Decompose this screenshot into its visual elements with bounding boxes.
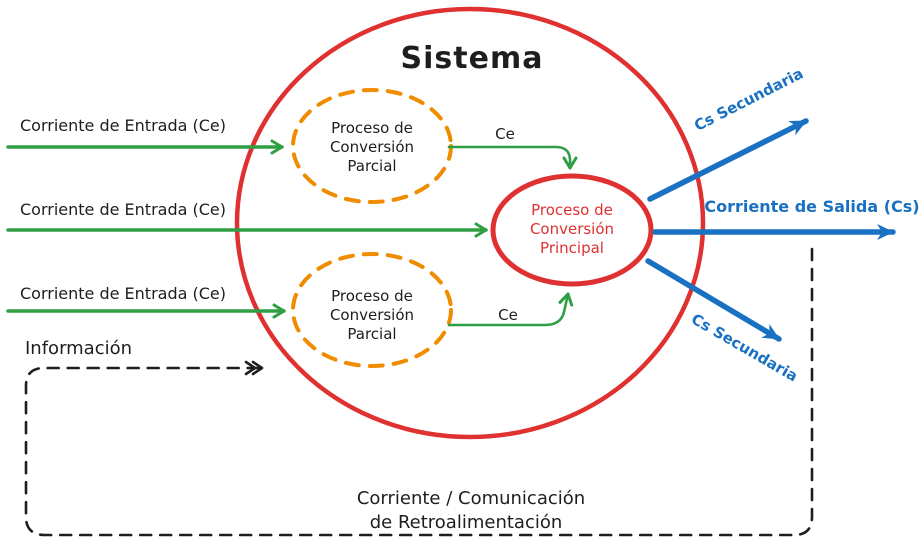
feedback-loop-label-line2: de Retroalimentación	[370, 512, 563, 533]
output-main: Corriente de Salida (Cs)	[652, 197, 920, 240]
feedback-loop-path	[24, 247, 814, 537]
input-flow-top-label: Corriente de Entrada (Ce)	[20, 116, 226, 135]
main-process: Proceso de Conversión Principal	[490, 173, 654, 287]
partial-process-bottom-line1: Proceso de	[331, 287, 413, 305]
partial-process-bottom-line2: Conversión	[330, 306, 414, 324]
internal-flow-bottom-arrow	[447, 292, 574, 327]
output-secondary-bottom: Cs Secundaria	[645, 258, 801, 385]
internal-flow-top: Ce	[447, 125, 578, 170]
main-process-line1: Proceso de	[531, 201, 613, 219]
main-process-line3: Principal	[540, 239, 604, 257]
output-secondary-bottom-arrow	[645, 258, 782, 342]
output-secondary-top-label: Cs Secundaria	[691, 64, 806, 134]
input-flow-bottom-label: Corriente de Entrada (Ce)	[20, 284, 226, 303]
system-title: Sistema	[401, 41, 544, 76]
output-secondary-top: Cs Secundaria	[647, 64, 809, 202]
partial-process-bottom-line3: Parcial	[347, 325, 396, 343]
input-flow-middle-label: Corriente de Entrada (Ce)	[20, 200, 226, 219]
partial-process-bottom: Proceso de Conversión Parcial	[291, 252, 453, 368]
system-boundary-circle	[234, 6, 706, 440]
feedback-loop: Información Corriente / Comunicación de …	[24, 247, 814, 537]
output-main-label: Corriente de Salida (Cs)	[704, 197, 919, 216]
feedback-information-label: Información	[25, 338, 132, 359]
input-flow-top: Corriente de Entrada (Ce)	[6, 116, 284, 155]
internal-flow-bottom: Ce	[447, 292, 574, 327]
main-process-ellipse	[490, 173, 654, 287]
output-secondary-top-arrow	[647, 118, 809, 202]
internal-flow-top-arrow	[447, 145, 578, 170]
partial-process-top-line3: Parcial	[347, 157, 396, 175]
input-flow-bottom: Corriente de Entrada (Ce)	[6, 284, 286, 319]
internal-flow-top-label: Ce	[495, 125, 515, 143]
main-process-line2: Conversión	[530, 220, 614, 238]
feedback-loop-label-line1: Corriente / Comunicación	[357, 488, 585, 509]
partial-process-top-line2: Conversión	[330, 138, 414, 156]
partial-process-top: Proceso de Conversión Parcial	[291, 88, 453, 204]
internal-flow-bottom-label: Ce	[498, 306, 518, 324]
partial-process-bottom-ellipse	[291, 252, 453, 368]
partial-process-top-line1: Proceso de	[331, 119, 413, 137]
input-flow-middle: Corriente de Entrada (Ce)	[6, 200, 488, 238]
